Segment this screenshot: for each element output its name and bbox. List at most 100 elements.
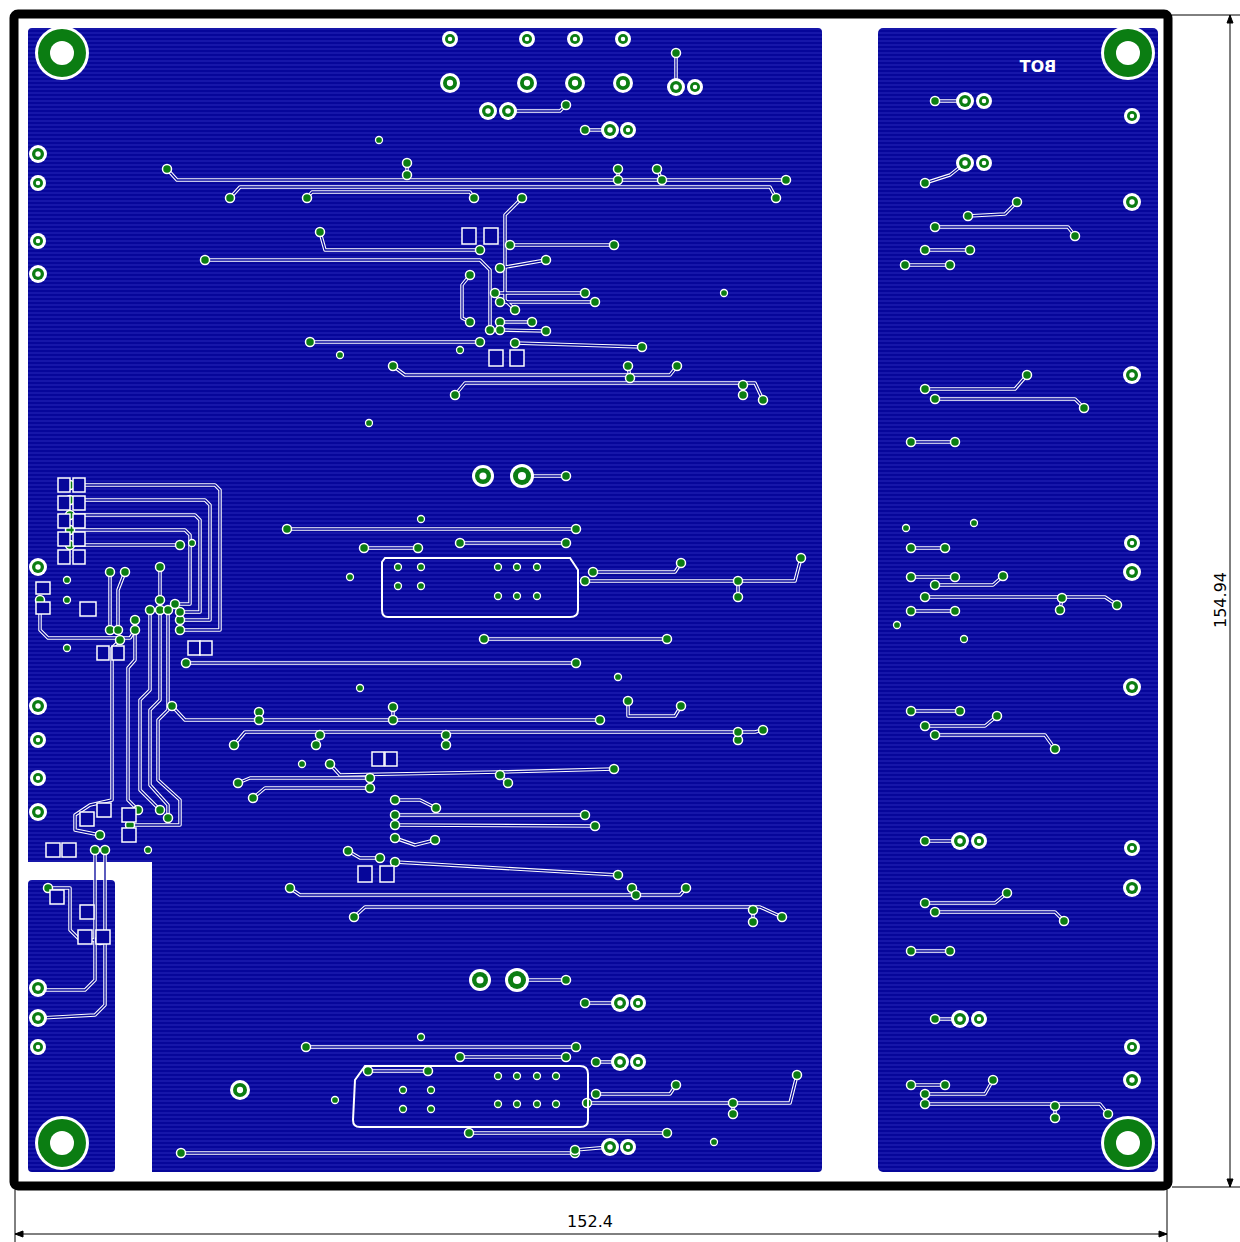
copper-trace (500, 260, 546, 268)
through-hole-pad (565, 73, 585, 93)
via (403, 171, 412, 180)
copper-trace (484, 637, 667, 641)
smd-pad (188, 641, 200, 655)
via (131, 626, 140, 635)
via (456, 1053, 465, 1062)
smd-pad (97, 803, 111, 817)
through-hole-pad (633, 1057, 643, 1067)
via (514, 1101, 521, 1108)
via (391, 811, 400, 820)
via (610, 765, 619, 774)
via (562, 472, 571, 481)
through-hole-pad (1123, 366, 1141, 384)
through-hole-pad (469, 969, 491, 991)
via (145, 847, 152, 854)
via (395, 564, 402, 571)
copper-trace (935, 912, 1064, 921)
smd-pad (96, 930, 110, 944)
copper-trace (238, 778, 370, 783)
via (931, 395, 940, 404)
via (782, 176, 791, 185)
via (1003, 889, 1012, 898)
copper-trace (911, 950, 950, 951)
via (734, 577, 743, 586)
copper-trace (925, 248, 970, 252)
drill-hole (617, 1000, 622, 1005)
smd-pad (58, 532, 70, 546)
dimension-value: 152.4 (567, 1214, 613, 1230)
via (442, 741, 451, 750)
drill-hole (572, 80, 578, 86)
via (366, 774, 375, 783)
through-hole-pad (510, 464, 534, 488)
smd-pad (484, 228, 498, 244)
through-hole-pad (33, 236, 43, 246)
copper-trace (968, 202, 1017, 216)
copper-trace (364, 547, 418, 548)
smd-pad (36, 602, 50, 614)
via (106, 568, 115, 577)
copper-trace (393, 366, 677, 375)
through-hole-pad (687, 79, 703, 95)
via (941, 544, 950, 553)
through-hole-pad (604, 124, 616, 136)
drill-hole (447, 80, 453, 86)
through-hole-pad (230, 1080, 250, 1100)
copper-trace (628, 701, 681, 716)
through-hole-pad (30, 233, 46, 249)
copper-trace (500, 330, 546, 331)
through-hole-pad (29, 265, 47, 283)
copper-trace (911, 609, 955, 613)
via (562, 976, 571, 985)
through-hole-pad (601, 1138, 619, 1156)
through-hole-pad (472, 465, 494, 487)
via (772, 194, 781, 203)
via (376, 854, 385, 863)
copper-trace (128, 620, 138, 810)
via (495, 1101, 502, 1108)
via (614, 165, 623, 174)
through-hole-pad (233, 1083, 247, 1097)
drill-hole (962, 160, 967, 165)
copper-trace (911, 709, 960, 713)
drill-hole (513, 976, 521, 984)
through-hole-pad (517, 73, 537, 93)
drill-hole (626, 1145, 631, 1150)
copper-trace (395, 800, 436, 808)
copper-trace (510, 243, 614, 247)
via (971, 520, 978, 527)
via (739, 391, 748, 400)
via (506, 241, 515, 250)
copper-trace (395, 838, 435, 845)
through-hole-pad (440, 73, 460, 93)
via (1058, 594, 1067, 603)
via (431, 836, 440, 845)
copper-trace (167, 169, 786, 180)
copper-trace (935, 576, 1003, 585)
via (907, 544, 916, 553)
copper-trace (70, 543, 180, 547)
copper-trace (310, 341, 480, 342)
via (759, 726, 768, 735)
copper-trace (460, 1055, 566, 1059)
via (528, 318, 537, 327)
copper-trace (585, 558, 801, 581)
via (921, 722, 930, 731)
through-hole-pad (956, 154, 974, 172)
via (496, 771, 505, 780)
through-hole-pad (611, 1053, 629, 1071)
copper-trace (585, 558, 801, 581)
copper-trace (108, 572, 112, 630)
copper-trace (935, 912, 1064, 921)
copper-pour (28, 880, 115, 1172)
copper-trace (130, 610, 180, 825)
copper-trace (925, 893, 1007, 903)
through-hole-pad (32, 148, 44, 160)
via (230, 741, 239, 750)
copper-trace (310, 340, 480, 344)
via (711, 1139, 718, 1146)
via (993, 712, 1002, 721)
copper-trace (395, 825, 595, 826)
through-hole-pad (979, 96, 989, 106)
